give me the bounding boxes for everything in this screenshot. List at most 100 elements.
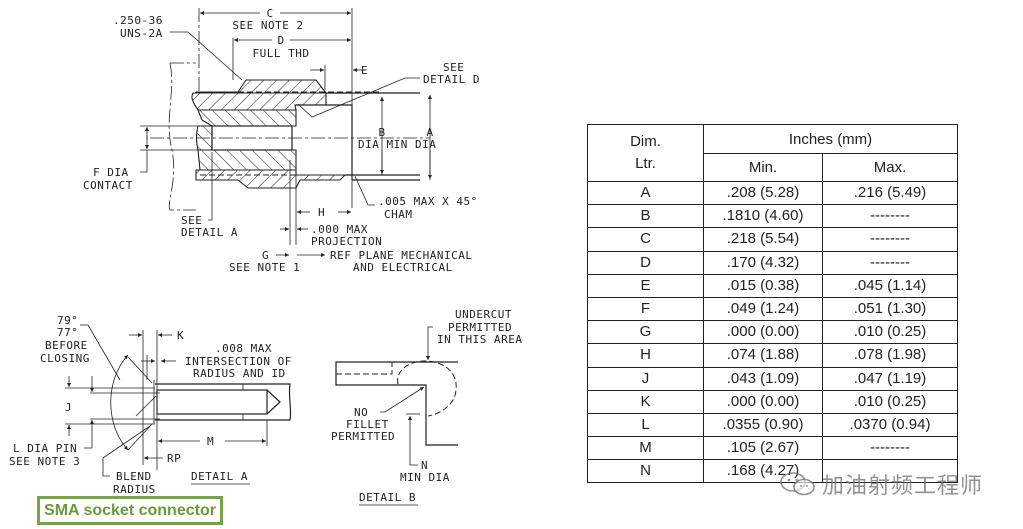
table-row: D.170 (4.32)-------- (587, 250, 958, 275)
cell-letter: H (587, 343, 704, 368)
main-section-view: C SEE NOTE 2 D FULL THD .250-36 UNS-2A E… (83, 7, 480, 274)
header-units: Inches (mm) (703, 124, 958, 154)
cell-min: .218 (5.54) (703, 227, 823, 252)
cell-max: .216 (5.49) (822, 180, 958, 206)
cell-letter: L (587, 412, 704, 438)
table-row: A.208 (5.28).216 (5.49) (587, 180, 958, 206)
cell-max: .051 (1.30) (822, 296, 958, 322)
cell-max: .0370 (0.94) (822, 412, 958, 438)
header-ltr-text: Ltr. (635, 155, 656, 172)
dim-c-label: C (266, 7, 273, 20)
cell-max (822, 459, 958, 484)
cell-letter: E (587, 273, 704, 298)
cell-max: -------- (822, 227, 958, 252)
undercut-line2: PERMITTED (448, 321, 512, 334)
detail-b-title: DETAIL B (359, 491, 416, 504)
dim-rp-label: RP (167, 452, 181, 465)
ref-plane-line1: REF PLANE MECHANICAL (330, 249, 472, 262)
dia-min-dia-label: DIA MIN DIA (358, 138, 436, 151)
dim-g-label: G (262, 249, 269, 262)
dim-k-label: K (177, 329, 184, 342)
chamfer-label-line1: .005 MAX X 45° (378, 195, 478, 208)
table-row: L.0355 (0.90).0370 (0.94) (587, 412, 958, 438)
dim-j-label: J (65, 401, 72, 414)
see-detail-d-line2: DETAIL D (423, 73, 480, 86)
see-note-1-label: SEE NOTE 1 (229, 261, 300, 274)
table-row: N.168 (4.27) (587, 459, 958, 484)
outer-body-lower (195, 169, 347, 189)
table-row: G.000 (0.00).010 (0.25) (587, 320, 958, 345)
cell-min: .000 (0.00) (703, 389, 823, 414)
see-detail-d-line1: SEE (443, 61, 464, 74)
cell-letter: A (587, 180, 704, 206)
cell-letter: N (587, 459, 704, 484)
cell-min: .208 (5.28) (703, 180, 823, 206)
undercut-line3: IN THIS AREA (437, 333, 522, 346)
no-fillet-line1: NO (354, 406, 368, 419)
cell-max: -------- (822, 204, 958, 229)
cell-letter: D (587, 250, 704, 275)
cell-min: .015 (0.38) (703, 273, 823, 298)
drill-point (266, 389, 281, 415)
watermark-text: 加油射频工程师 (822, 474, 984, 499)
no-fillet-line3: PERMITTED (331, 430, 395, 443)
caption-label: SMA socket connector (37, 496, 223, 525)
socket-bore (156, 389, 268, 415)
dim-b-label: B (378, 126, 385, 139)
cell-max: -------- (822, 436, 958, 461)
technical-drawing: C SEE NOTE 2 D FULL THD .250-36 UNS-2A E… (9, 7, 522, 506)
dim-a-label: A (426, 126, 433, 139)
blend-label-line1: BLEND (116, 470, 152, 483)
cell-max: .010 (0.25) (822, 320, 958, 345)
undercut-region (397, 360, 457, 417)
break-outline (168, 62, 196, 211)
dim-m-label: M (207, 435, 214, 448)
dim-h-label: H (318, 206, 325, 219)
dielectric-upper (197, 109, 297, 127)
full-thd-label: FULL THD (253, 47, 310, 60)
intersection-line3: RADIUS AND ID (193, 367, 286, 380)
table-row: C.218 (5.54)-------- (587, 227, 958, 252)
cell-min: .0355 (0.90) (703, 412, 823, 438)
see-note-2-label: SEE NOTE 2 (232, 19, 303, 32)
header-min: Min. (703, 153, 823, 182)
table-row: J.043 (1.09).047 (1.19) (587, 366, 958, 391)
cell-min: .074 (1.88) (703, 343, 823, 368)
l-dia-pin-line1: L DIA PIN (13, 442, 77, 455)
cell-letter: K (587, 389, 704, 414)
cell-max: .047 (1.19) (822, 366, 958, 391)
angle-max-label: 79° (57, 314, 78, 327)
cell-min: .105 (2.67) (703, 436, 823, 461)
header-dim-ltr: Dim. Ltr. (587, 124, 704, 182)
table-row: B.1810 (4.60)-------- (587, 204, 958, 229)
cell-min: .1810 (4.60) (703, 204, 823, 229)
table-row: K.000 (0.00).010 (0.25) (587, 389, 958, 414)
before-label: BEFORE (45, 339, 88, 352)
detail-a-title: DETAIL A (191, 470, 248, 483)
dim-e-label: E (361, 64, 368, 77)
detail-b-outline (335, 361, 458, 446)
cell-min: .170 (4.32) (703, 250, 823, 275)
see-detail-a-line1: SEE (181, 214, 202, 227)
dielectric-lower (197, 149, 297, 171)
thread-spec-line2: UNS-2A (120, 27, 163, 40)
cell-letter: F (587, 296, 704, 322)
intersection-line2: INTERSECTION OF (185, 355, 292, 368)
cell-min: .043 (1.09) (703, 366, 823, 391)
blend-label-line2: RADIUS (113, 483, 156, 496)
angle-min-label: 77° (57, 326, 78, 339)
cell-letter: C (587, 227, 704, 252)
header-max: Max. (822, 153, 958, 182)
min-dia-label: MIN DIA (400, 471, 450, 484)
table-row: M.105 (2.67)-------- (587, 436, 958, 461)
table-row: F.049 (1.24).051 (1.30) (587, 296, 958, 322)
thread-spec-line1: .250-36 (113, 14, 163, 27)
no-fillet-line2: FILLET (346, 418, 389, 431)
f-dia-label-line1: F DIA (93, 166, 129, 179)
table-row: E.015 (0.38).045 (1.14) (587, 273, 958, 298)
projection-line1: .000 MAX (311, 223, 368, 236)
dim-d-label: D (277, 34, 284, 47)
cell-letter: J (587, 366, 704, 391)
watermark: 加油射频工程师 (778, 468, 983, 500)
chamfer-label-line2: CHAM (384, 208, 413, 221)
